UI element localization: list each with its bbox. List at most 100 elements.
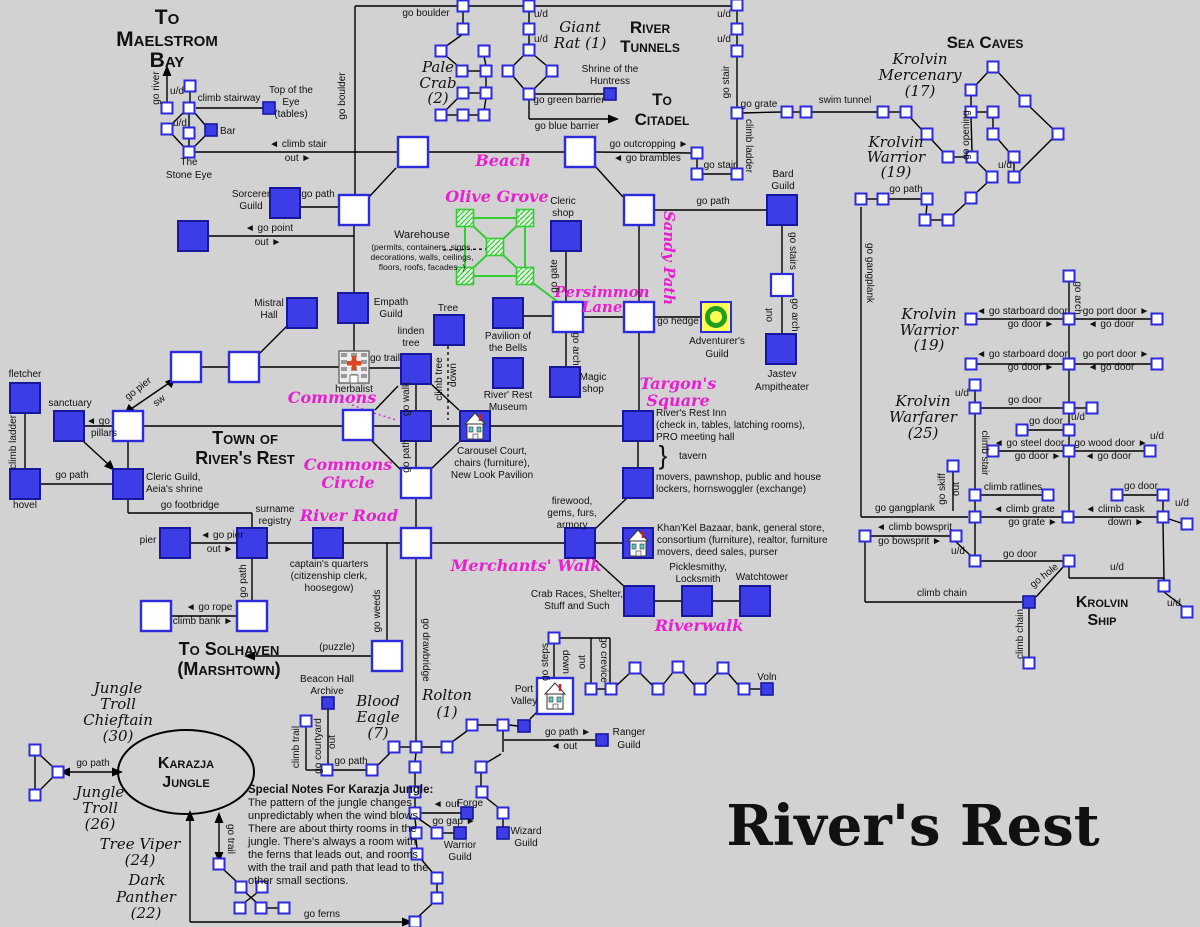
map-label: go gangplank bbox=[864, 243, 875, 304]
map-label: Tunnels bbox=[620, 37, 680, 56]
map-label: go door bbox=[1003, 549, 1038, 560]
map-room bbox=[730, 106, 744, 120]
map-room bbox=[182, 101, 196, 115]
map-label: registry bbox=[259, 516, 292, 527]
map-room bbox=[604, 682, 618, 696]
map-label: Krolvin bbox=[900, 305, 956, 323]
map-edge bbox=[484, 796, 500, 809]
map-room bbox=[964, 357, 978, 371]
map-label: Top of the bbox=[269, 85, 313, 96]
map-label: Stuff and Such bbox=[544, 601, 609, 612]
map-label: (19) bbox=[881, 163, 912, 181]
map-edge bbox=[193, 111, 207, 127]
map-label: the ferns that leads out, and rooms bbox=[248, 849, 418, 861]
map-label: To Solhaven bbox=[179, 639, 280, 659]
map-edge bbox=[377, 752, 391, 766]
map-edge bbox=[925, 203, 928, 216]
map-room bbox=[730, 22, 744, 36]
map-label: down bbox=[560, 650, 571, 674]
map-room bbox=[690, 167, 704, 181]
map-label: There are about thirty rooms in the bbox=[248, 823, 417, 835]
house-icon bbox=[543, 682, 567, 710]
map-label: Port bbox=[515, 684, 534, 695]
map-label: gems, furs, bbox=[547, 508, 596, 519]
map-label: go path bbox=[401, 439, 412, 472]
map-edge bbox=[512, 75, 525, 90]
map-room-large bbox=[227, 350, 261, 384]
map-label: shop bbox=[582, 384, 604, 395]
map-building bbox=[159, 527, 191, 559]
map-room bbox=[876, 192, 890, 206]
map-room-large bbox=[399, 526, 433, 560]
map-room bbox=[160, 122, 174, 136]
map-room-large bbox=[235, 599, 269, 633]
map-label: surname bbox=[256, 504, 295, 515]
map-label: Krolvin bbox=[1076, 594, 1128, 611]
map-label: ◄ climb bowsprit bbox=[876, 522, 952, 533]
map-room bbox=[1143, 444, 1157, 458]
map-label: Rat (1) bbox=[553, 34, 607, 52]
map-label: (permits, containers, signs, bbox=[371, 242, 473, 252]
map-label: firewood, bbox=[552, 496, 593, 507]
map-edge bbox=[593, 495, 630, 531]
map-label: Watchtower bbox=[736, 572, 789, 583]
map-edge bbox=[512, 54, 525, 67]
map-building bbox=[269, 187, 301, 219]
map-label: (24) bbox=[125, 851, 156, 869]
map-label: The pattern of the jungle changes bbox=[248, 797, 412, 809]
direction-arrow-icon bbox=[402, 917, 413, 927]
map-label: go drawbridge bbox=[420, 618, 431, 682]
map-label: go opening bbox=[961, 110, 972, 160]
map-room bbox=[964, 83, 978, 97]
map-label: go arch bbox=[789, 298, 800, 331]
map-room bbox=[1150, 312, 1164, 326]
map-label: Shrine of the bbox=[582, 64, 639, 75]
map-label: Panther bbox=[115, 888, 177, 906]
direction-arrow-icon bbox=[185, 810, 195, 821]
map-label: To bbox=[652, 90, 672, 109]
house-icon bbox=[463, 412, 487, 440]
map-label: ◄ climb grate bbox=[993, 504, 1055, 515]
map-label: other small sections. bbox=[248, 875, 348, 887]
map-room bbox=[254, 901, 268, 915]
map-label: River' Rest bbox=[484, 390, 533, 401]
map-edge bbox=[374, 385, 399, 411]
map-edge bbox=[82, 440, 110, 466]
map-label: decorations, walls, ceilings, bbox=[371, 252, 474, 262]
map-building bbox=[177, 220, 209, 252]
map-room bbox=[1062, 554, 1076, 568]
map-edge bbox=[414, 752, 417, 762]
map-label: Museum bbox=[489, 402, 527, 413]
map-room bbox=[456, 86, 470, 100]
map-room bbox=[799, 105, 813, 119]
map-label: Commons bbox=[288, 388, 377, 407]
map-label: Merchants' Walk bbox=[450, 556, 602, 575]
map-label: Aeia's shrine bbox=[146, 484, 203, 495]
map-label: Guild bbox=[771, 181, 794, 192]
map-rooms bbox=[9, 0, 1194, 927]
map-label: ◄ go starboard door bbox=[976, 349, 1068, 360]
direction-arrow-icon bbox=[608, 114, 619, 124]
olive-grove-room bbox=[515, 208, 535, 228]
map-label: go path bbox=[76, 758, 109, 769]
map-room bbox=[949, 529, 963, 543]
map-label: sanctuary bbox=[48, 398, 91, 409]
map-edge bbox=[1035, 566, 1064, 598]
map-edge bbox=[970, 116, 973, 152]
map-room bbox=[477, 108, 491, 122]
map-edge bbox=[741, 111, 782, 114]
map-room-large bbox=[111, 409, 145, 443]
map-label: Troll bbox=[82, 799, 118, 817]
map-room bbox=[233, 901, 247, 915]
map-room bbox=[212, 857, 226, 871]
map-label: climb stair bbox=[979, 430, 990, 476]
map-label: go door bbox=[1124, 481, 1159, 492]
map-label: Maelstrom bbox=[116, 28, 218, 51]
map-edge bbox=[418, 818, 433, 829]
map-label: Riverwalk bbox=[654, 616, 744, 635]
map-label: Cleric Guild, bbox=[146, 472, 200, 483]
map-label: hovel bbox=[13, 500, 37, 511]
map-label: (30) bbox=[103, 727, 134, 745]
map-room bbox=[1150, 357, 1164, 371]
map-room bbox=[1062, 423, 1076, 437]
